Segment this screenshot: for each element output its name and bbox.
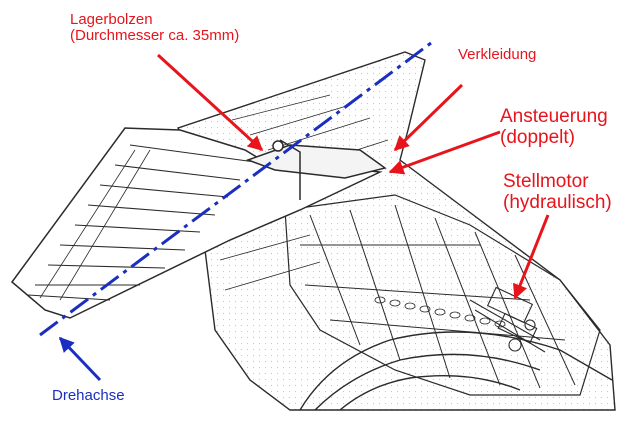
- label-lagerbolzen: Lagerbolzen (Durchmesser ca. 35mm): [70, 11, 240, 45]
- label-stellmotor-line1: Stellmotor: [503, 171, 589, 192]
- flap-hinge-fitting: [245, 144, 387, 179]
- inner-bay: [284, 194, 601, 396]
- label-ansteuerung-line1: Ansteuerung: [500, 106, 608, 127]
- flap-stiffeners: [39, 149, 151, 301]
- label-ansteuerung: Ansteuerung (doppelt): [500, 106, 608, 148]
- label-drehachse-text: Drehachse: [52, 387, 125, 404]
- arrow-lagerbolzen: [156, 53, 264, 152]
- label-verkleidung-text: Verkleidung: [458, 46, 537, 63]
- label-verkleidung: Verkleidung: [458, 46, 537, 63]
- arrow-stellmotor: [513, 214, 550, 300]
- arrow-ansteuerung: [388, 130, 501, 175]
- label-lagerbolzen-line2: (Durchmesser ca. 35mm): [70, 27, 240, 45]
- arrow-verkleidung: [393, 83, 464, 152]
- label-lagerbolzen-line1: Lagerbolzen: [70, 11, 153, 28]
- label-drehachse: Drehachse: [52, 387, 125, 404]
- arrow-drehachse: [58, 336, 102, 382]
- bearing-pin: [272, 140, 284, 152]
- label-stellmotor-line2: (hydraulisch): [503, 191, 612, 213]
- label-ansteuerung-line2: (doppelt): [500, 126, 575, 148]
- flap-ribs: [27, 144, 256, 301]
- bay-ribs: [300, 204, 576, 389]
- callout-arrows: [156, 53, 550, 300]
- hydraulic-actuator: [469, 286, 546, 353]
- rotation-axis-line: [39, 38, 436, 337]
- rivet-holes: [374, 296, 506, 328]
- label-stellmotor: Stellmotor (hydraulisch): [503, 171, 612, 213]
